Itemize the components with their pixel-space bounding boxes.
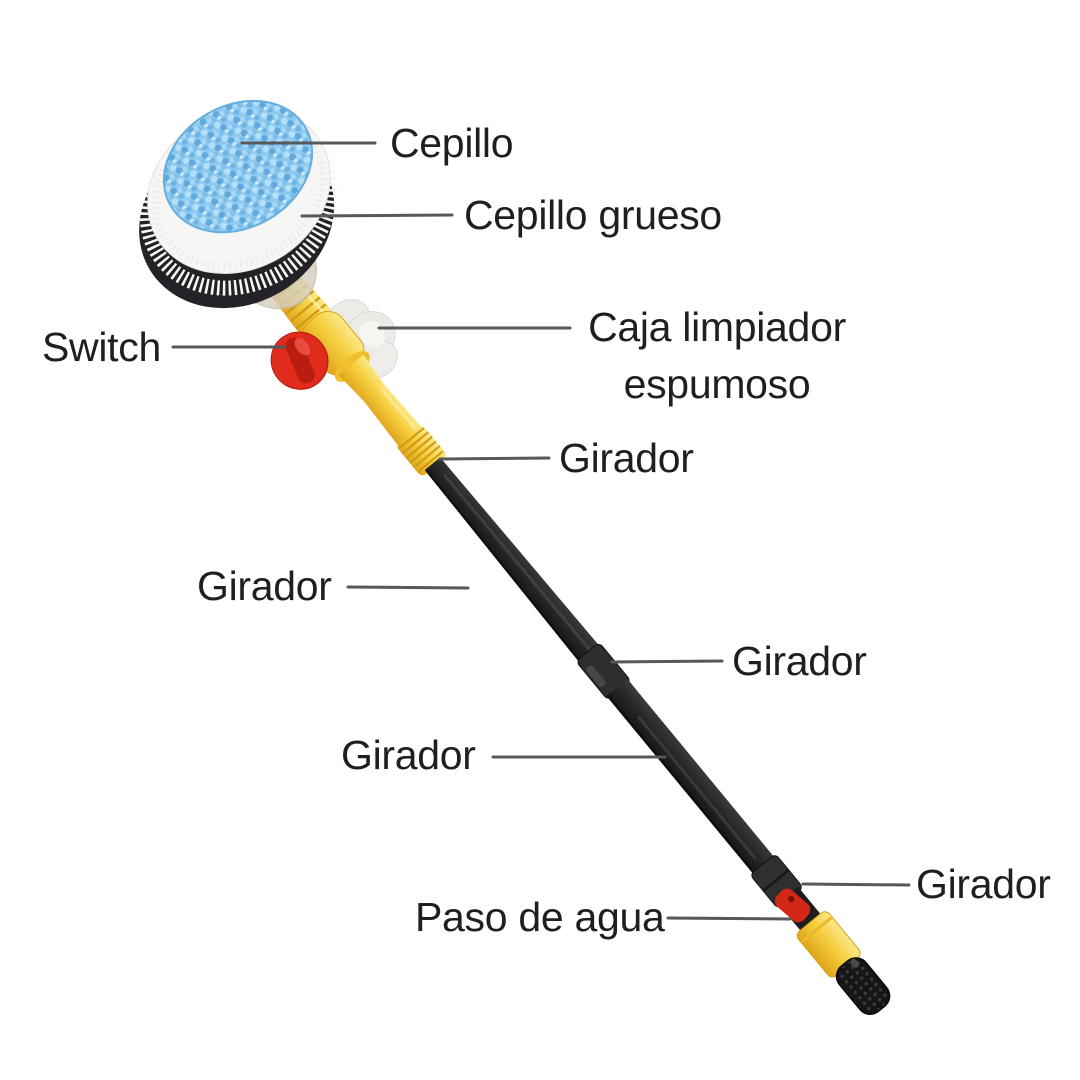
label-paso-de-agua: Paso de agua [415, 894, 665, 940]
leader-line-girador-1 [438, 456, 551, 461]
leader-line-girador-2 [346, 585, 470, 590]
label-caja-limpiador-espumoso: Caja limpiador espumoso [588, 304, 846, 407]
leader-line-paso-de-agua [666, 916, 792, 921]
water-valve-lever [775, 888, 811, 923]
chenille-pad [162, 99, 314, 234]
brush-head [139, 99, 338, 309]
label-cepillo-grueso: Cepillo grueso [464, 192, 722, 238]
label-girador-2: Girador [197, 563, 332, 609]
end-cap [835, 957, 891, 1016]
label-girador-3: Girador [732, 638, 867, 684]
leader-line-girador-5 [801, 882, 911, 887]
pole-assembly [262, 263, 891, 1016]
shaft [338, 354, 446, 476]
label-girador-4: Girador [341, 732, 476, 778]
label-switch: Switch [42, 324, 161, 370]
label-girador-1: Girador [559, 435, 694, 481]
pole-lower [606, 678, 778, 879]
bristle-striation [152, 111, 326, 270]
label-cepillo: Cepillo [390, 120, 514, 166]
leader-line-girador-3 [610, 659, 724, 664]
label-girador-5: Girador [916, 861, 1051, 907]
leader-line-cepillo-grueso [300, 213, 454, 218]
pole-upper [424, 457, 603, 666]
